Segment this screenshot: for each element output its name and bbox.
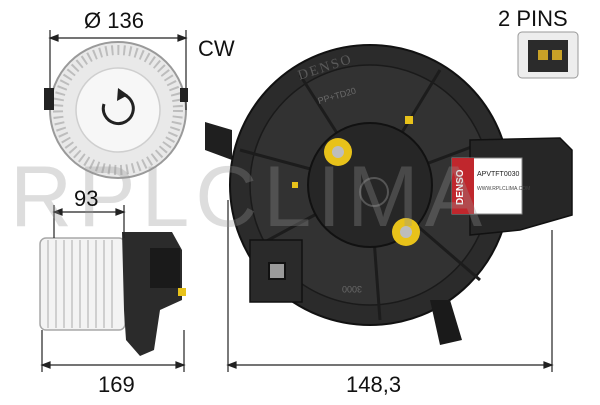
rotation-label: CW (198, 36, 235, 61)
fan-top-view (44, 41, 188, 179)
pins-label: 2 PINS (498, 6, 568, 31)
side-height-label: 93 (74, 186, 99, 211)
rotation-arrow-icon (101, 92, 135, 126)
side-width-label: 169 (98, 372, 135, 397)
motor-width-dimension-line (226, 200, 554, 372)
sticker-brand-label: DENSO (455, 169, 466, 205)
part-number-label: 3000 (342, 284, 362, 294)
fan-side-view (39, 232, 186, 356)
side-dimension-lines (40, 205, 186, 372)
sticker-code-label: APVTFT0030 (477, 171, 520, 178)
top-diameter-label: Ø 136 (84, 8, 144, 33)
motor-housing (205, 44, 573, 345)
diameter-dimension-line (48, 30, 188, 110)
motor-width-label: 148,3 (346, 372, 402, 397)
connector-inset (517, 31, 579, 79)
sticker-url-label: WWW.RPLCLIMA.COM (477, 186, 530, 192)
